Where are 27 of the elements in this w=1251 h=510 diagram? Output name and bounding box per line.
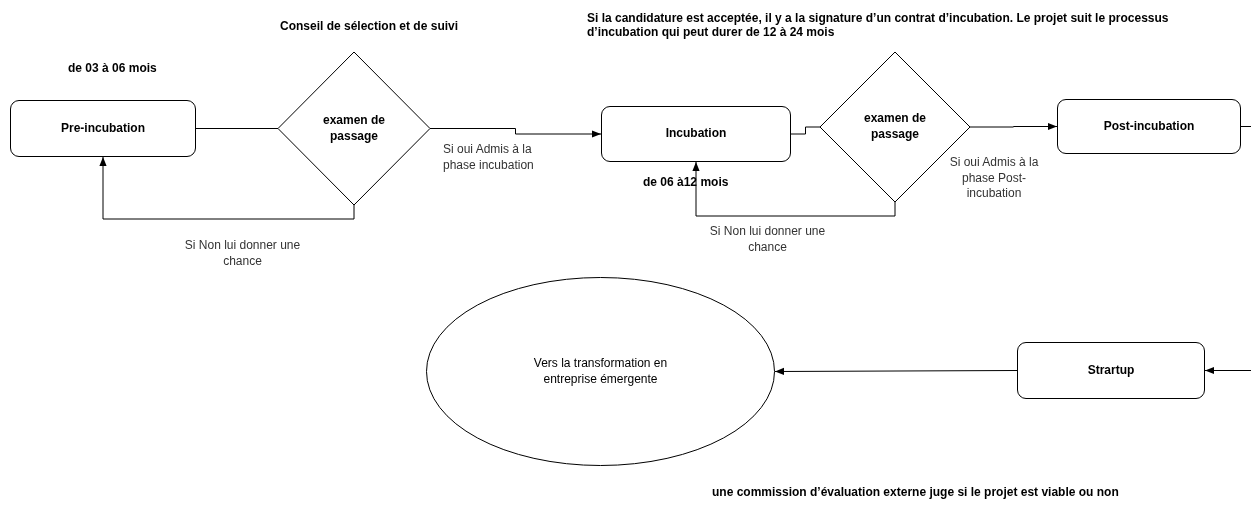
- node-label: Pre-incubation: [61, 120, 145, 137]
- arrow: [1204, 366, 1251, 375]
- node-label: Strartup: [1087, 362, 1135, 379]
- note-text: une commission d’évaluation externe juge si le projet est viable ou non: [712, 486, 1120, 500]
- process-box: [10, 100, 196, 157]
- node-label: Post-incubation: [1103, 118, 1195, 135]
- note-text: Conseil de sélection et de suivi: [280, 20, 460, 34]
- connector-line: [790, 126, 821, 135]
- ellipse-node: [426, 277, 775, 466]
- arrow: [774, 367, 1018, 376]
- node-label: examen de passage: [321, 112, 386, 145]
- arrow: [99, 156, 355, 220]
- process-box: [1017, 342, 1205, 399]
- note-text: Si la candidature est acceptée, il y a la signature d’un contrat d’incubation. Le projet suit le processus d’incubation qui peut durer de 12 à 24 mois: [587, 12, 1170, 40]
- arrow: [429, 128, 602, 138]
- note-text: de 06 à12 mois: [643, 176, 730, 190]
- node-label: examen de passage: [862, 111, 927, 143]
- arrow: [692, 161, 896, 217]
- note-text: de 03 à 06 mois: [68, 62, 158, 76]
- arrow: [969, 122, 1058, 131]
- process-box: [601, 106, 791, 162]
- decision-diamond: [278, 52, 430, 205]
- connector-line: [1240, 126, 1251, 127]
- node-label: Incubation: [665, 126, 727, 142]
- process-box: [1057, 99, 1241, 154]
- node-label: Vers la transformation en entreprise émergente: [532, 355, 669, 388]
- connector-line: [195, 128, 279, 129]
